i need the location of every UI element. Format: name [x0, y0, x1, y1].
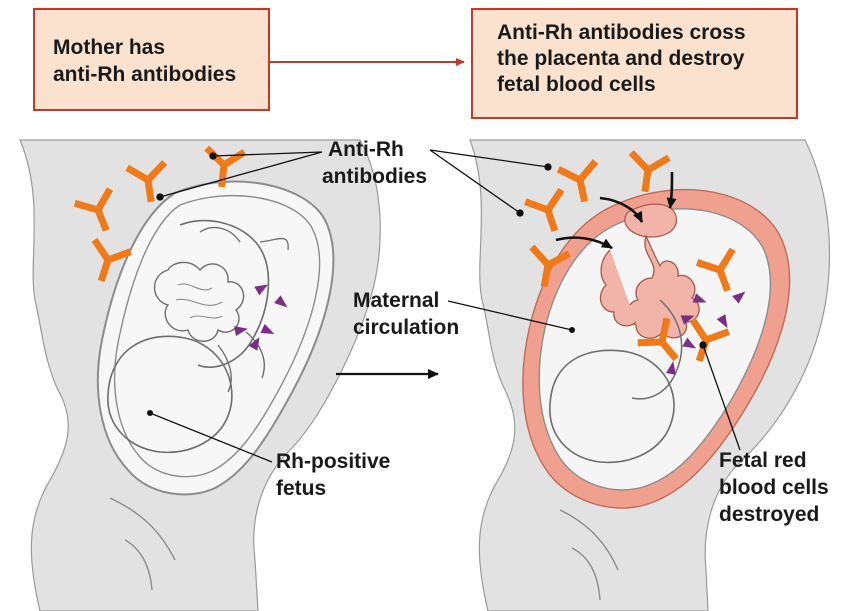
- box-right-line-2: the placenta and destroy: [497, 46, 796, 72]
- maternal-circulation-label: Maternal circulation: [353, 287, 459, 341]
- destroyed-line-2: blood cells: [719, 474, 829, 501]
- left-mother-body: [20, 140, 380, 611]
- maternal-line-2: circulation: [353, 314, 459, 341]
- box-left-line-1: Mother has: [53, 34, 268, 61]
- antibodies-cross-box: Anti-Rh antibodies cross the placenta an…: [471, 8, 798, 119]
- rh-positive-fetus-label: Rh-positive fetus: [276, 448, 390, 502]
- box-right-line-3: fetal blood cells: [497, 72, 796, 98]
- fetus-line-1: Rh-positive: [276, 448, 390, 475]
- anti-rh-line-2: antibodies: [322, 163, 427, 190]
- maternal-line-1: Maternal: [353, 287, 459, 314]
- mother-antibodies-box: Mother has anti-Rh antibodies: [33, 8, 270, 111]
- box-left-line-2: anti-Rh antibodies: [53, 61, 268, 88]
- destroyed-line-1: Fetal red: [719, 447, 829, 474]
- box-right-line-1: Anti-Rh antibodies cross: [497, 20, 796, 46]
- fetus-line-2: fetus: [276, 475, 390, 502]
- destroyed-line-3: destroyed: [719, 501, 829, 528]
- anti-rh-antibodies-label: Anti-Rh antibodies: [328, 136, 427, 190]
- anti-rh-line-1: Anti-Rh: [328, 136, 427, 163]
- fetal-cells-destroyed-label: Fetal red blood cells destroyed: [719, 447, 829, 528]
- right-mother-body: [470, 140, 829, 611]
